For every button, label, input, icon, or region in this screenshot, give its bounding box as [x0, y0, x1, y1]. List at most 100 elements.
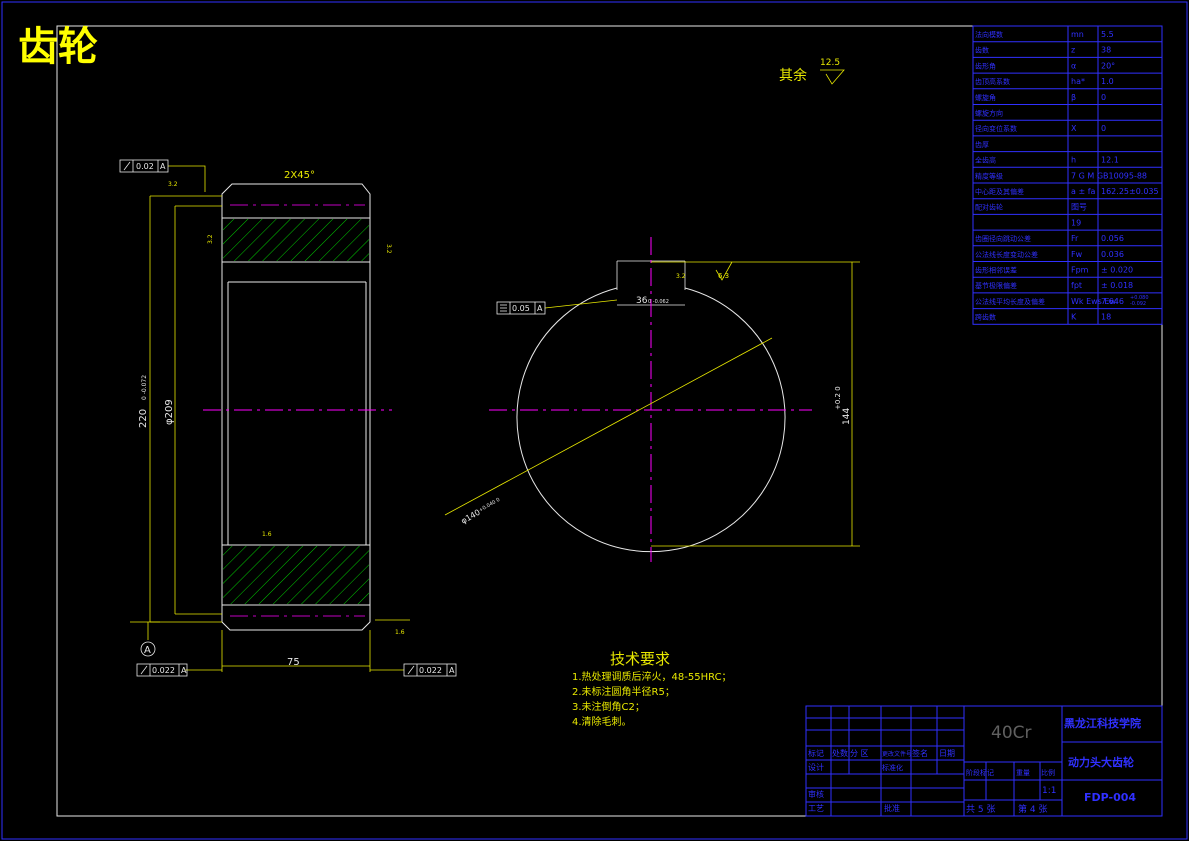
param-cell: 图号 — [1071, 203, 1087, 212]
rough-1: 3.2 — [168, 181, 178, 188]
rough-key: 3.2 — [676, 273, 686, 280]
keyway-label: 36 — [636, 296, 648, 306]
wk-deviation: -0.092 — [1130, 301, 1146, 307]
param-cell: fpt — [1071, 281, 1082, 290]
param-cell: 径向变位系数 — [975, 124, 1017, 133]
bore-label: φ209 — [164, 399, 175, 425]
tech-item: 2.未标注圆角半径R5； — [572, 687, 675, 698]
hatch-bottom — [223, 546, 369, 604]
height-tol: +0.2 0 — [834, 386, 842, 410]
scale-label: 1:1 — [1042, 786, 1056, 796]
tb-label-process: 工艺 — [808, 804, 824, 813]
param-cell: 7.646 — [1101, 297, 1124, 306]
param-cell: a ± fa — [1071, 187, 1096, 196]
param-cell: 1.0 — [1101, 77, 1114, 86]
tech-item: 4.清除毛刺。 — [572, 717, 632, 728]
fcf-br-datum: A — [449, 666, 455, 675]
pitch-lines — [203, 204, 392, 617]
fcf-top-value: 0.02 — [136, 162, 154, 171]
fcf-br-value: 0.022 — [419, 666, 442, 675]
front-circle — [516, 287, 786, 553]
tb-label-approve: 批准 — [884, 803, 900, 813]
fcf-sym-datum: A — [537, 304, 543, 313]
param-cell: 0.036 — [1101, 250, 1124, 259]
tb-label-review: 审核 — [808, 789, 824, 799]
param-cell: 齿形相邻误差 — [975, 266, 1017, 275]
fcf-br — [403, 663, 457, 677]
tb-label-count: 处数 — [832, 748, 848, 758]
sheets-label: 共 5 张 — [966, 804, 995, 815]
inner-border — [56, 25, 1163, 817]
hatch-top — [223, 219, 369, 261]
datum-a-circle — [140, 641, 156, 657]
roughness-other-label: 其余 — [779, 67, 807, 84]
tb-label-zone: 分 区 — [850, 749, 869, 758]
fcf-bl — [136, 663, 188, 677]
param-cell: 螺旋方向 — [975, 109, 1003, 118]
od-tol-label: 0 -0.072 — [141, 375, 148, 400]
tech-item: 3.未注倒角C2； — [572, 702, 645, 713]
fcf-top — [119, 159, 169, 173]
param-cell: 0 — [1101, 124, 1106, 133]
height-label: 144 — [842, 408, 852, 425]
rough-4: 1.6 — [395, 629, 405, 636]
param-cell: K — [1071, 313, 1077, 322]
param-cell: Fw — [1071, 250, 1083, 259]
param-cell: 配对齿轮 — [975, 203, 1003, 212]
param-cell: β — [1071, 93, 1076, 102]
width-label: 75 — [287, 657, 300, 668]
side-view — [221, 183, 371, 631]
param-cell: 5.5 — [1101, 30, 1114, 39]
param-cell: 法向模数 — [975, 30, 1003, 39]
param-cell: ha* — [1071, 77, 1085, 86]
param-cell: 螺旋角 — [975, 93, 996, 102]
param-cell: 38 — [1101, 46, 1111, 55]
param-cell: Fr — [1071, 234, 1079, 243]
front-dims — [444, 261, 860, 547]
tb-label-ratio: 比例 — [1041, 768, 1055, 777]
param-cell: 齿形角 — [975, 61, 996, 70]
param-cell: Wk Ews Ewi — [1071, 297, 1118, 306]
param-cell: 齿顶高系数 — [975, 77, 1010, 86]
side-dims — [130, 165, 410, 672]
param-cell: ± 0.020 — [1101, 266, 1133, 275]
rough-5: 3.2 — [385, 244, 392, 254]
tech-requirements: 技术要求 1.热处理调质后淬火，48-55HRC； 2.未标注圆角半径R5； 3… — [572, 652, 732, 730]
roughness-symbol — [820, 69, 845, 85]
param-cell: ± 0.018 — [1101, 281, 1133, 290]
rough-2: 3.2 — [207, 234, 214, 244]
fcf-top-datum: A — [160, 162, 166, 171]
param-cell: 中心距及其偏差 — [975, 187, 1024, 196]
roughness-other-value: 12.5 — [820, 58, 840, 68]
rough-3: 1.6 — [262, 531, 272, 538]
param-cell: X — [1071, 124, 1077, 133]
front-centerlines — [489, 237, 812, 562]
part-name-label: 动力头大齿轮 — [1068, 755, 1134, 769]
od-label: 220 — [138, 409, 149, 428]
datum-a-label: A — [144, 645, 151, 656]
param-cell: 齿数 — [975, 46, 989, 55]
chamfer-label: 2X45° — [284, 170, 315, 181]
wk-deviation: +0.080 — [1130, 295, 1149, 301]
param-cell: mn — [1071, 30, 1084, 39]
tb-label-change: 更改文件号 — [882, 750, 912, 758]
param-cell: h — [1071, 156, 1076, 165]
tb-label-design: 设计 — [808, 762, 824, 772]
dia-tol: +0.040 0 — [478, 497, 501, 514]
tb-label-std: 标准化 — [882, 763, 903, 772]
rough-face: 6.3 — [718, 272, 729, 280]
param-cell: 基节极限偏差 — [975, 281, 1017, 290]
keyway-tol: 0 -0.062 — [648, 299, 669, 305]
param-cell: α — [1071, 61, 1076, 70]
sheet-no-label: 第 4 张 — [1018, 803, 1047, 815]
param-cell: 18 — [1101, 313, 1111, 322]
param-cell: z — [1071, 46, 1075, 55]
param-cell: 全齿高 — [975, 156, 996, 165]
param-cell: 0.056 — [1101, 234, 1124, 243]
param-cell: 齿圈径向跳动公差 — [975, 234, 1031, 243]
param-cell: 7 G M GB10095-88 — [1071, 171, 1147, 180]
tb-label-sign: 签名 — [912, 748, 928, 758]
